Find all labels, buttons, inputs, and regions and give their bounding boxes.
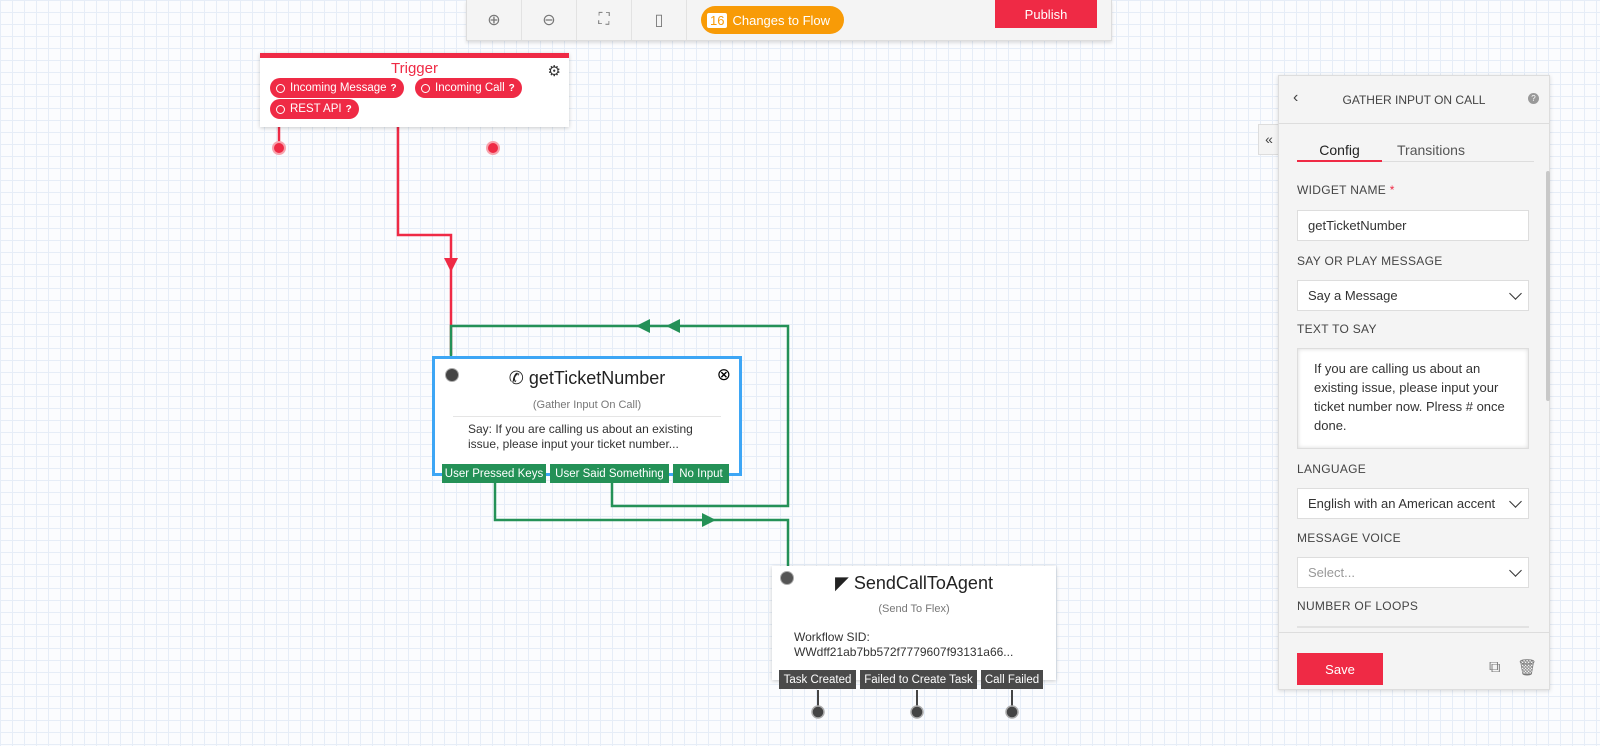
widget-config-panel: ‹ GATHER INPUT ON CALL ? Config Transiti…	[1278, 75, 1550, 690]
help-icon: ?	[345, 103, 352, 115]
trigger-pill-rest-api[interactable]: REST API?	[270, 99, 359, 119]
panel-tabs: Config Transitions	[1297, 142, 1534, 162]
zoom-in-icon[interactable]: ⊕	[467, 0, 522, 40]
say-play-label: SAY OR PLAY MESSAGE	[1297, 254, 1443, 268]
transition-call-failed[interactable]: Call Failed	[981, 670, 1043, 689]
gather-widget[interactable]: ⊗ ✆ getTicketNumber (Gather Input On Cal…	[432, 356, 742, 476]
transition-failed-to-create-task[interactable]: Failed to Create Task	[860, 670, 977, 689]
duplicate-icon[interactable]: ⧉	[1489, 659, 1501, 676]
flex-type: (Send To Flex)	[878, 603, 950, 615]
trigger-pill-incoming-call[interactable]: Incoming Call?	[415, 78, 522, 98]
text-to-say-textarea[interactable]: If you are calling us about an existing …	[1297, 348, 1529, 449]
connector-user-pressed-keys	[493, 483, 790, 566]
transition-no-input[interactable]: No Input	[673, 464, 729, 483]
say-play-select[interactable]: Say a Message	[1297, 280, 1529, 311]
zoom-out-icon[interactable]: ⊖	[522, 0, 577, 40]
chevron-down-icon	[1509, 564, 1522, 577]
phone-icon: ✆	[508, 368, 529, 388]
tab-config[interactable]: Config	[1297, 142, 1382, 162]
widget-name-input[interactable]: getTicketNumber	[1297, 210, 1529, 241]
required-mark: *	[1389, 183, 1395, 197]
input-port[interactable]	[780, 571, 794, 585]
arrow	[702, 513, 716, 527]
input-port[interactable]	[445, 368, 459, 382]
trigger-title: Trigger	[391, 60, 438, 77]
arrow	[636, 319, 650, 333]
transition-task-created[interactable]: Task Created	[779, 670, 856, 689]
collapse-panel-button[interactable]: «	[1258, 124, 1279, 155]
scrollbar[interactable]	[1546, 171, 1550, 401]
message-voice-label: MESSAGE VOICE	[1297, 531, 1401, 545]
flex-title: SendCallToAgent	[853, 573, 993, 593]
workflow-sid-value: WWdff21ab7bb572f7779607f93131a66...	[794, 645, 1014, 659]
arrow	[666, 319, 680, 333]
gather-type: (Gather Input On Call)	[532, 399, 642, 411]
trigger-rest-api-port	[272, 141, 286, 155]
number-of-loops-label: NUMBER OF LOOPS	[1297, 599, 1419, 613]
widget-name-label: WIDGET NAME	[1297, 183, 1387, 197]
chevron-down-icon	[1509, 495, 1522, 508]
panel-title: GATHER INPUT ON CALL	[1342, 93, 1486, 107]
gears-icon[interactable]: ⚙	[547, 63, 561, 80]
workflow-sid-label: Workflow SID:	[794, 630, 870, 644]
tab-transitions[interactable]: Transitions	[1397, 142, 1465, 158]
message-voice-select[interactable]: Select...	[1297, 557, 1529, 588]
back-chevron-icon[interactable]: ‹	[1293, 89, 1299, 106]
help-icon[interactable]: ?	[1528, 93, 1539, 104]
transition-user-pressed-keys[interactable]: User Pressed Keys	[442, 464, 546, 483]
help-icon: ?	[508, 82, 515, 94]
trigger-incoming-message-port	[486, 141, 500, 155]
send-to-flex-widget[interactable]: ◤ SendCallToAgent (Send To Flex) Workflo…	[772, 566, 1056, 680]
connector-incoming-call	[396, 110, 453, 355]
gather-body: Say: If you are calling us about an exis…	[468, 422, 693, 451]
trash-icon[interactable]: 🗑	[1517, 660, 1538, 677]
call-failed-port	[1005, 705, 1019, 719]
panel-header: ‹ GATHER INPUT ON CALL ?	[1279, 76, 1549, 124]
text-to-say-label: TEXT TO SAY	[1297, 322, 1377, 336]
changes-count: 16	[707, 12, 728, 28]
transition-user-said-something[interactable]: User Said Something	[550, 464, 669, 483]
connector-user-said-something	[449, 324, 790, 508]
chevron-down-icon	[1509, 287, 1522, 300]
language-label: LANGUAGE	[1297, 462, 1367, 476]
flex-icon: ◤	[835, 573, 854, 593]
help-icon: ?	[390, 82, 397, 94]
save-button[interactable]: Save	[1297, 653, 1383, 685]
task-created-port	[811, 705, 825, 719]
arrow	[444, 258, 458, 272]
gather-title: getTicketNumber	[528, 368, 666, 388]
language-select[interactable]: English with an American accent	[1297, 488, 1529, 519]
changes-label: Changes to Flow	[732, 12, 831, 28]
book-icon[interactable]: ▯	[632, 0, 687, 40]
fullscreen-icon[interactable]: ⛶	[577, 0, 632, 40]
disconnect-icon[interactable]: ⊗	[716, 365, 731, 384]
trigger-pill-incoming-message[interactable]: Incoming Message?	[270, 78, 404, 98]
failed-to-create-task-port	[910, 705, 924, 719]
publish-button[interactable]: Publish	[995, 0, 1097, 28]
